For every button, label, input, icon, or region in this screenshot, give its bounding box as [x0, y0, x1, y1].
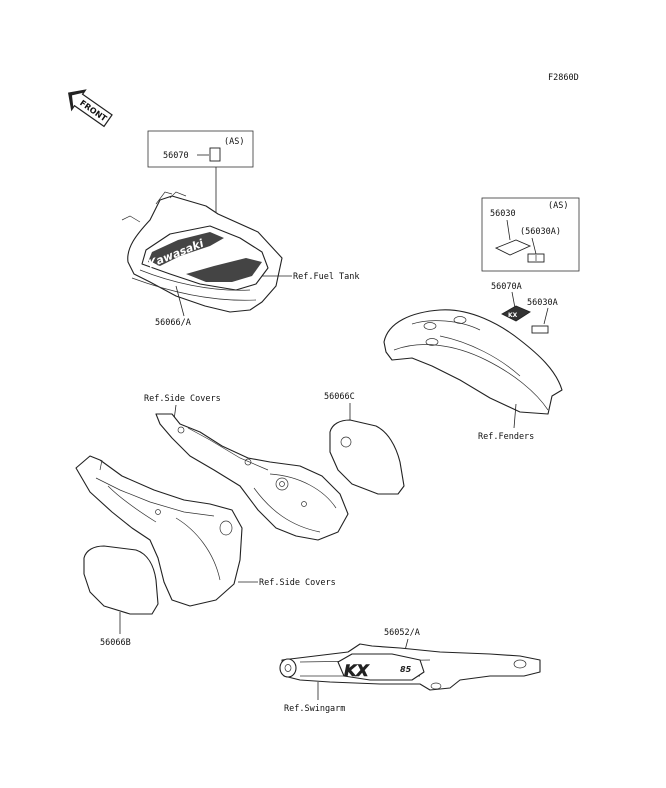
- fuel-tank-label-box: 56070 (AS): [147, 130, 254, 215]
- part-56066c-label: 56066C: [324, 392, 355, 402]
- decal-56066c: [329, 419, 405, 495]
- side-cover-upper: [155, 413, 349, 541]
- part-56070-label: 56070: [163, 151, 189, 161]
- part-56030a-box-label: (56030A): [520, 227, 561, 237]
- ref-side-covers-bottom-label: Ref.Side Covers: [259, 578, 336, 588]
- kx-decal-text: KX: [344, 661, 369, 680]
- side-cover-lower: [75, 455, 243, 607]
- part-56070a-label: 56070A: [491, 282, 522, 292]
- fuel-tank-cover: Kawasaki: [121, 191, 283, 313]
- decal-56066b: [83, 545, 159, 615]
- swingarm: KX 85: [279, 643, 541, 691]
- part-56030a-label: 56030A: [527, 298, 558, 308]
- part-56052a-label: 56052/A: [384, 628, 420, 638]
- fender-decal-56070a: KX: [501, 305, 531, 322]
- front-arrow-icon: FRONT: [68, 89, 113, 128]
- ref-fenders-label: Ref.Fenders: [478, 432, 534, 442]
- part-56066a-label: 56066/A: [155, 318, 191, 328]
- fender-decal-56030a: [531, 325, 549, 334]
- fender-label-box: 56030 (AS) (56030A): [481, 197, 580, 272]
- ref-fuel-tank-label: Ref.Fuel Tank: [293, 272, 360, 282]
- ref-swingarm-label: Ref.Swingarm: [284, 704, 345, 714]
- kx-decal-subtext: 85: [400, 665, 412, 674]
- as-label-1: (AS): [224, 137, 244, 147]
- part-56030-label: 56030: [490, 209, 516, 219]
- fender-decal-text: KX: [508, 312, 518, 319]
- ref-side-covers-top-label: Ref.Side Covers: [144, 394, 221, 404]
- as-label-2: (AS): [548, 201, 568, 211]
- fender: [383, 309, 563, 415]
- part-56066b-label: 56066B: [100, 638, 131, 648]
- diagram-code: F2860D: [548, 73, 579, 83]
